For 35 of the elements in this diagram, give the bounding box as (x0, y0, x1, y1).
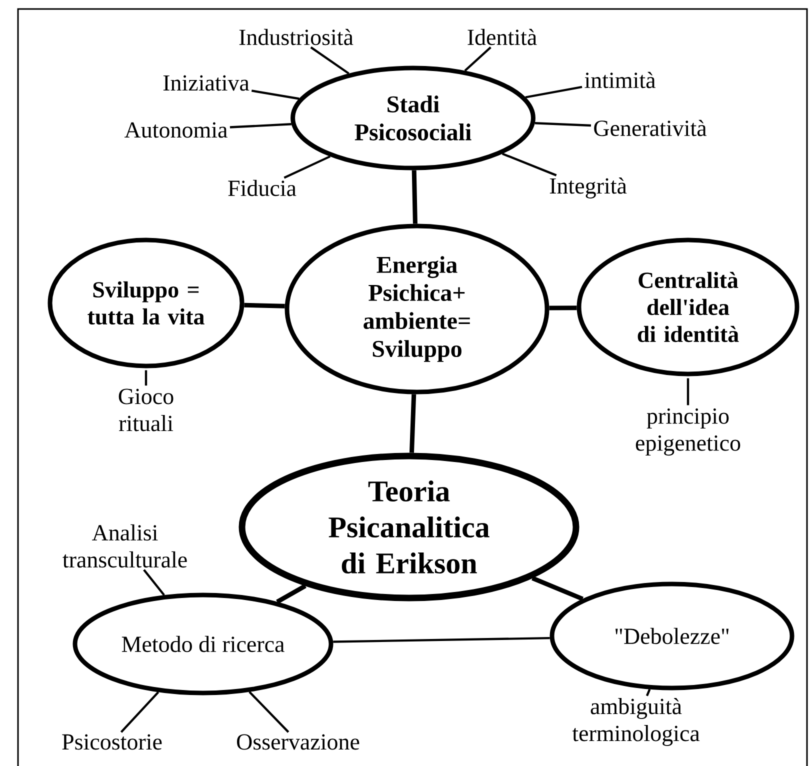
leader-line (284, 155, 331, 179)
connector-line (244, 302, 285, 308)
leader-line (120, 691, 160, 733)
connector-line (409, 394, 416, 453)
leader-line (464, 46, 492, 72)
concept-label: Fiducia (228, 180, 296, 196)
leader-line (502, 152, 557, 176)
leader-line (525, 86, 582, 98)
concept-label: Autonomia (124, 122, 228, 138)
leader-line (144, 370, 148, 386)
concept-label: Analisi transculturale (62, 524, 187, 568)
leader-line (333, 636, 550, 643)
connector-line (412, 170, 418, 224)
connector-line (276, 584, 306, 604)
concept-label: Generatività (594, 120, 707, 136)
leader-line (646, 688, 651, 696)
leader-line (251, 90, 300, 100)
leader-line (686, 378, 690, 406)
concept-label: Identità (468, 28, 537, 46)
concept-label: Psicostorie (62, 734, 162, 750)
connector-line (532, 576, 584, 602)
concept-label: principio epigenetico (636, 408, 740, 456)
leader-line (143, 569, 165, 596)
connector-line (549, 306, 577, 310)
leader-line (534, 122, 592, 127)
concept-label: Iniziativa (163, 75, 250, 91)
leader-line (230, 123, 292, 128)
leader-line (248, 691, 290, 733)
concept-label: Integrità (550, 178, 627, 198)
concept-label: intimità (584, 72, 656, 88)
concept-label: Gioco rituali (118, 388, 174, 432)
concept-label: Osservazione (237, 734, 360, 750)
concept-label: Industriosità (239, 28, 354, 46)
concept-label: ambiguità terminologica (572, 698, 700, 746)
leader-line (310, 46, 350, 74)
